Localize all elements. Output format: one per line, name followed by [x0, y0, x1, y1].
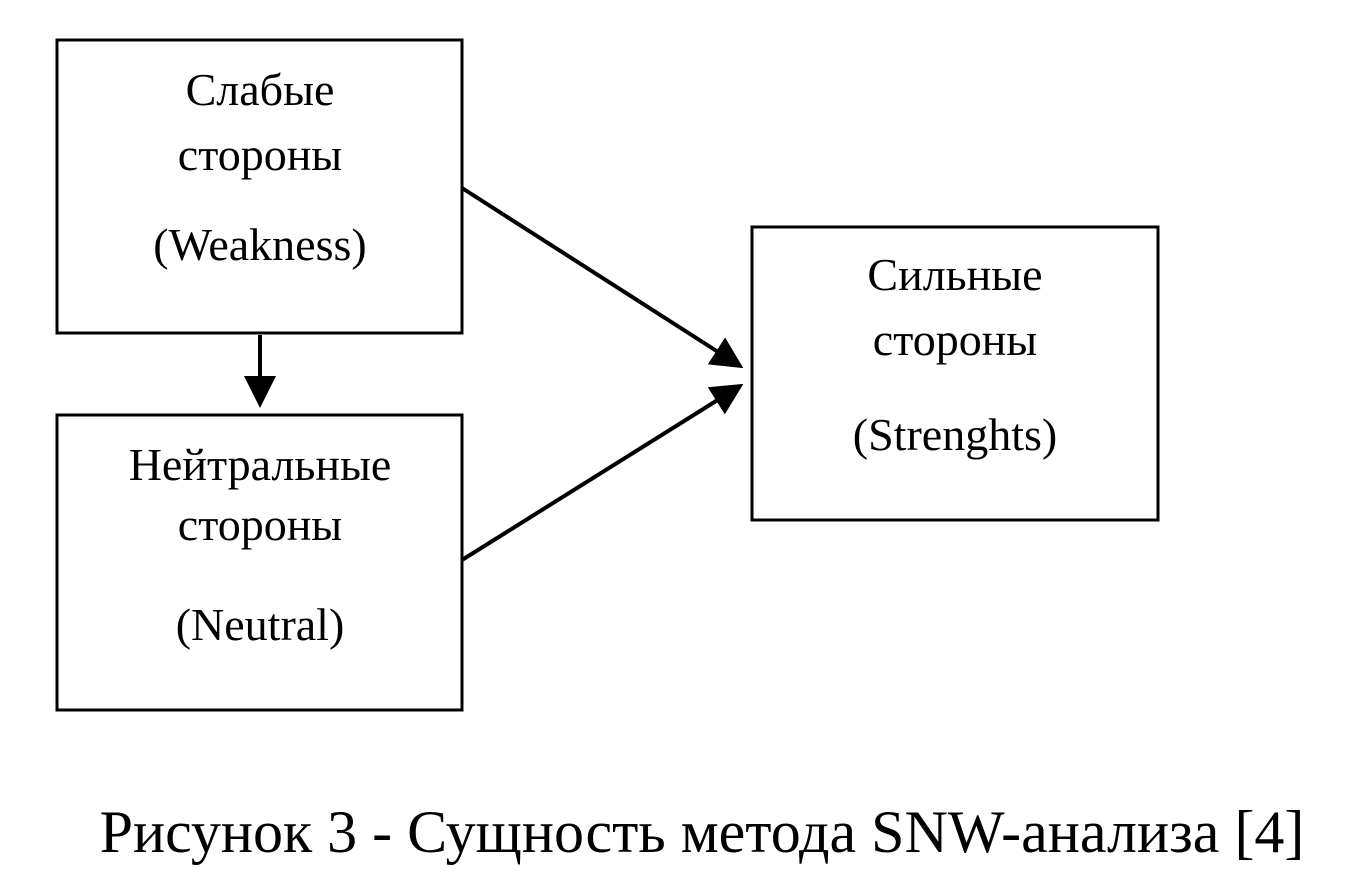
strengths-line1: Сильные — [867, 249, 1042, 300]
neutral-line1: Нейтральные — [129, 439, 392, 490]
figure-caption: Рисунок 3 - Сущность метода SNW-анализа … — [100, 799, 1305, 865]
weakness-line1: Слабые — [186, 64, 335, 115]
strengths-line2: стороны — [873, 314, 1037, 365]
neutral-line3: (Neutral) — [176, 599, 345, 650]
neutral-box: Нейтральные стороны (Neutral) — [55, 413, 464, 712]
strengths-box: Сильные стороны (Strenghts) — [750, 225, 1160, 522]
weakness-line3: (Weakness) — [153, 219, 366, 270]
strengths-line3: (Strenghts) — [853, 409, 1057, 460]
neutral-line2: стороны — [178, 499, 342, 550]
arrow-neutral-to-strengths — [460, 383, 744, 562]
weakness-line2: стороны — [178, 129, 342, 180]
weakness-box: Слабые стороны (Weakness) — [55, 38, 464, 335]
arrow-weakness-to-strengths — [460, 186, 744, 369]
